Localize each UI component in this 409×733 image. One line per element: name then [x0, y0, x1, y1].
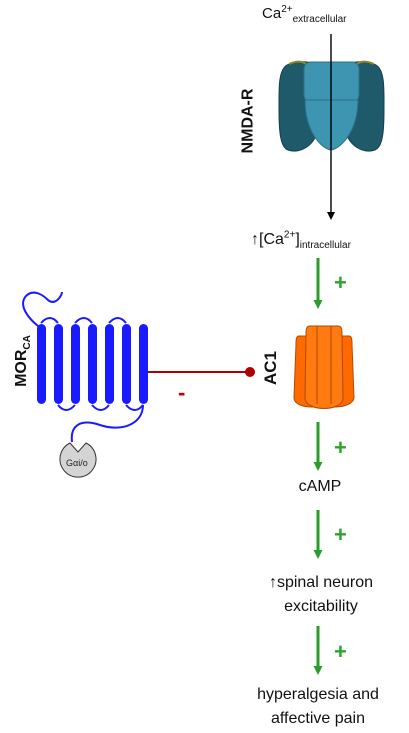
plus-sign-3: + — [334, 522, 347, 547]
ac1-label: AC1 — [261, 350, 281, 386]
mor-label: MORCA — [12, 335, 34, 387]
g-protein-icon — [59, 442, 97, 478]
spinal-line-2: excitability — [284, 598, 358, 615]
ca-in-prefix: ↑[Ca — [251, 231, 284, 248]
ca-intracellular-label: ↑[Ca2+]intracellular — [251, 229, 351, 252]
mor-base: MOR — [12, 349, 30, 387]
ca-extracellular-label: Ca2+extracellular — [262, 4, 347, 25]
ac1-enzyme-icon — [293, 325, 355, 409]
nmda-label: NMDA-R — [239, 88, 257, 154]
mor-subscript: CA — [22, 335, 34, 350]
camp-label: cAMP — [298, 478, 342, 495]
plus-sign-1: + — [334, 270, 347, 295]
hyper-line-1: hyperalgesia and — [257, 686, 379, 703]
ca-in-close: ] — [295, 231, 300, 248]
ca-in-superscript: 2+ — [283, 229, 296, 241]
mor-receptor-icon — [22, 291, 148, 443]
inhibition-end-dot — [245, 367, 255, 377]
spinal-line-1: ↑spinal neuron — [268, 574, 374, 591]
inhibition-minus-sign: - — [178, 380, 186, 405]
spinal-excitability-label: ↑spinal neuron excitability — [236, 571, 406, 619]
ca-in-subscript: intracellular — [299, 240, 351, 252]
g-protein-label: Gαi/o — [66, 458, 88, 468]
plus-sign-2: + — [334, 435, 347, 460]
hyperalgesia-label: hyperalgesia and affective pain — [228, 683, 408, 731]
plus-sign-4: + — [334, 639, 347, 664]
ca-base: Ca — [262, 5, 282, 22]
ca-subscript: extracellular — [292, 14, 347, 25]
hyper-line-2: affective pain — [271, 710, 365, 727]
ca-superscript: 2+ — [281, 4, 293, 15]
